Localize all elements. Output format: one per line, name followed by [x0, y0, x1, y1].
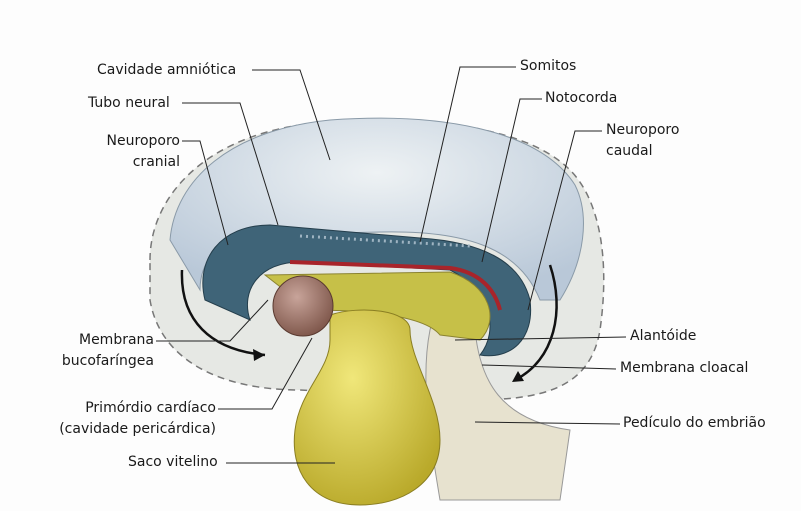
label-yolk-sac: Saco vitelino — [128, 454, 218, 470]
notochord — [289, 260, 502, 311]
label-notochord: Notocorda — [545, 90, 618, 106]
label-oropharyngeal-membrane: Membrana bucofaríngea — [40, 330, 154, 372]
leader-lines — [156, 66, 627, 464]
label-line: Membrana — [78, 332, 154, 348]
label-line: Neuroporo — [106, 133, 180, 149]
label-neural-tube: Tubo neural — [88, 95, 170, 111]
yolk-sac — [293, 309, 441, 506]
label-line: bucofaríngea — [61, 353, 154, 369]
label-line: cranial — [132, 154, 180, 170]
flexion-arrow-left — [180, 269, 266, 357]
label-somites: Somitos — [520, 58, 577, 74]
label-line: Primórdio cardíaco — [85, 400, 216, 416]
label-line: caudal — [606, 143, 653, 159]
flexion-arrow-right — [514, 264, 558, 382]
label-connecting-stalk: Pedículo do embrião — [623, 415, 766, 431]
label-caudal-neuropore: Neuroporo caudal — [606, 120, 679, 162]
label-amniotic-cavity: Cavidade amniótica — [97, 62, 237, 78]
somites — [299, 234, 471, 248]
label-line: (cavidade pericárdica) — [59, 421, 216, 437]
cardiac-primordium — [272, 275, 334, 337]
label-cardiac-primordium: Primórdio cardíaco (cavidade pericárdica) — [20, 398, 216, 440]
label-allantois: Alantóide — [630, 328, 697, 344]
label-line: Neuroporo — [606, 122, 680, 138]
label-cranial-neuropore: Neuroporo cranial — [70, 131, 180, 173]
label-cloacal-membrane: Membrana cloacal — [620, 360, 749, 376]
